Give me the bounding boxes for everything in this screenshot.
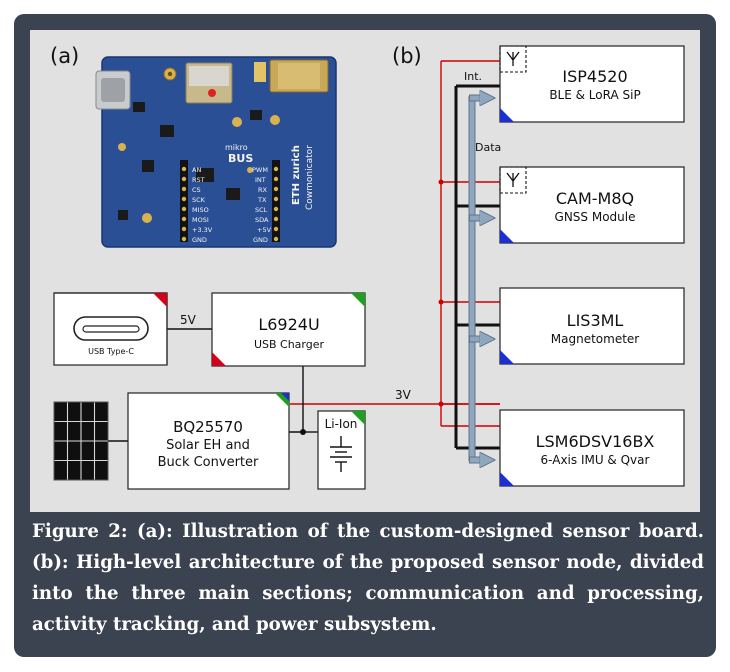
header-pin <box>181 226 187 232</box>
board-silk-brand: ETH zurich <box>291 145 302 205</box>
board-silk-bus: BUS <box>228 152 253 165</box>
board-silk-product: Cowmonicator <box>305 145 315 210</box>
block-cam-m8q-desc: GNSS Module <box>555 210 636 224</box>
data-bus-label: Data <box>475 141 501 154</box>
board-pin-3v3: +3.3V <box>192 226 213 234</box>
header-pin <box>273 226 279 232</box>
block-lis3ml: LIS3ML Magnetometer <box>499 287 685 365</box>
header-pin <box>181 166 187 172</box>
antenna-icon-isp4520 <box>499 45 527 73</box>
header-pin <box>273 196 279 202</box>
battery-link-line <box>289 366 304 433</box>
board-pin-sda: SDA <box>255 216 269 224</box>
header-pin <box>181 176 187 182</box>
board-pin-5v: +5V <box>257 226 272 234</box>
rail-3v-label: 3V <box>395 388 412 402</box>
data-bus <box>468 96 489 461</box>
block-lsm6dsv16bx-name: LSM6DSV16BX <box>536 432 655 451</box>
sensor-board-illustration: mikro BUS ETH zurich Cowmonicator AN RST… <box>95 56 337 248</box>
block-lsm6dsv16bx: LSM6DSV16BX 6-Axis IMU & Qvar <box>499 409 685 487</box>
solar-panel-icon <box>53 401 109 481</box>
interrupt-bus <box>454 84 500 450</box>
interrupt-label: Int. <box>464 70 482 83</box>
block-lsm6dsv16bx-desc: 6-Axis IMU & Qvar <box>541 453 650 467</box>
board-pin-cs: CS <box>192 186 201 194</box>
header-pin <box>273 206 279 212</box>
board-silk-mikro: mikro <box>225 143 248 152</box>
battery-symbol-icon <box>330 436 352 472</box>
figure-caption: Figure 2: (a): Illustration of the custo… <box>32 521 704 635</box>
usb-5v-label: 5V <box>180 313 197 327</box>
board-pin-miso: MISO <box>192 206 209 214</box>
header-pin <box>273 176 279 182</box>
solar-harvester-desc-2: Buck Converter <box>158 455 259 470</box>
board-pin-tx: TX <box>257 196 267 204</box>
solar-harvester-desc-1: Solar EH and <box>166 438 250 453</box>
header-pin <box>273 166 279 172</box>
header-pin <box>181 206 187 212</box>
block-cam-m8q: CAM-M8Q GNSS Module <box>499 166 685 244</box>
usb-typec-label: USB Type-C <box>88 347 134 356</box>
header-pin <box>181 186 187 192</box>
board-pin-sck: SCK <box>192 196 206 204</box>
board-pin-int: INT <box>255 176 266 184</box>
block-isp4520-name: ISP4520 <box>562 67 627 86</box>
usb-typec-block: USB Type-C <box>53 292 168 366</box>
header-pin <box>273 216 279 222</box>
battery-label: Li-Ion <box>325 417 358 431</box>
charger-desc: USB Charger <box>254 338 325 351</box>
board-pin-gnd-right: GND <box>253 236 268 244</box>
solar-harvester-name: BQ25570 <box>173 418 243 436</box>
board-pin-scl: SCL <box>255 206 268 214</box>
board-pin-rst: RST <box>192 176 205 184</box>
panel-label-a: (a) <box>50 44 79 68</box>
block-isp4520-desc: BLE & LoRA SiP <box>549 88 640 102</box>
header-pin <box>181 196 187 202</box>
header-pin <box>273 236 279 242</box>
block-lis3ml-desc: Magnetometer <box>551 332 640 346</box>
header-pin <box>181 216 187 222</box>
board-pin-gnd-left: GND <box>192 236 207 244</box>
board-pin-pwm: PWM <box>252 166 268 174</box>
block-isp4520: ISP4520 BLE & LoRA SiP <box>499 45 685 123</box>
usb-typec-icon <box>73 316 149 341</box>
header-pin <box>181 236 187 242</box>
battery-junction <box>300 429 306 435</box>
charger-name: L6924U <box>258 315 319 334</box>
battery-block: Li-Ion <box>317 410 366 490</box>
solar-harvester-block: BQ25570 Solar EH and Buck Converter <box>127 392 290 490</box>
header-pin <box>273 186 279 192</box>
antenna-icon-cam-m8q <box>499 166 527 194</box>
charger-block: L6924U USB Charger <box>211 292 366 367</box>
block-cam-m8q-name: CAM-M8Q <box>556 189 634 208</box>
panel-label-b: (b) <box>392 44 422 68</box>
board-pin-mosi: MOSI <box>192 216 209 224</box>
board-pin-rx: RX <box>258 186 268 194</box>
block-lis3ml-name: LIS3ML <box>567 311 624 330</box>
board-pin-an: AN <box>192 166 201 174</box>
